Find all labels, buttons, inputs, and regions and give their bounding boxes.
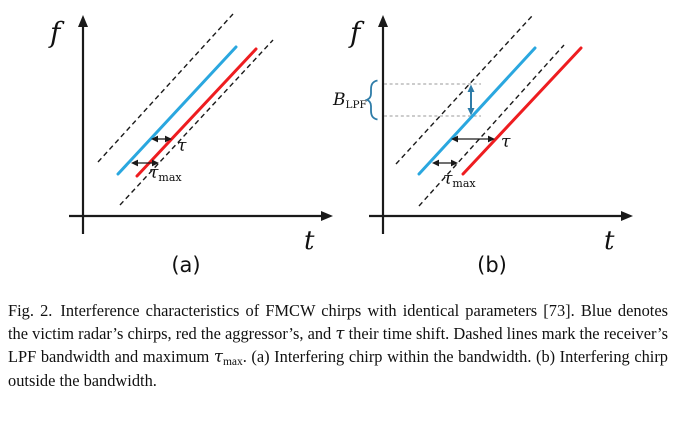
tau-max-subscript: max bbox=[158, 171, 182, 184]
b-lpf-base: B bbox=[332, 90, 346, 110]
tau-arrowhead-left-icon bbox=[451, 135, 458, 143]
b-lpf-brace-icon bbox=[364, 79, 378, 121]
victim-chirp-line bbox=[116, 45, 238, 176]
y-axis-label: f bbox=[348, 16, 365, 49]
lpf-lower-bound-dashed-line bbox=[119, 39, 274, 206]
b-lpf-label: BLPF bbox=[332, 90, 367, 111]
lpf-lower-bound-dashed-line bbox=[418, 44, 565, 207]
tau-max-subscript: max bbox=[452, 177, 476, 190]
b-lpf-arrowhead-down-icon bbox=[467, 108, 475, 116]
tau-max-arrowhead-left-icon bbox=[131, 159, 138, 167]
figure-number: Fig. 2. bbox=[8, 301, 53, 320]
y-axis-arrowhead-icon bbox=[78, 15, 88, 27]
victim-chirp-line bbox=[417, 46, 537, 176]
x-axis-label: t bbox=[604, 226, 615, 256]
lpf-upper-bound-dashed-line bbox=[395, 15, 533, 165]
tau-max-arrowhead-right-icon bbox=[451, 159, 458, 167]
b-lpf-arrowhead-up-icon bbox=[467, 84, 475, 92]
panel-a-label: (a) bbox=[171, 253, 200, 277]
x-axis-arrowhead-icon bbox=[321, 211, 333, 221]
panel-b: f t BLPF τ τmax (b) bbox=[332, 15, 633, 277]
fmcw-chirp-figure: f t τ τmax (a) f t bbox=[48, 13, 633, 277]
tau-max-arrowhead-left-icon bbox=[432, 159, 439, 167]
tau-max-label: τmax bbox=[149, 163, 182, 184]
caption-text-3: . (a) Interfering chirp within the bandw… bbox=[8, 347, 668, 390]
x-axis-arrowhead-icon bbox=[621, 211, 633, 221]
tau-arrowhead-left-icon bbox=[151, 135, 158, 143]
x-axis-label: t bbox=[304, 226, 315, 256]
aggressor-chirp-line bbox=[135, 47, 258, 178]
caption-tau-max-symbol: τ bbox=[213, 347, 223, 367]
b-lpf-subscript: LPF bbox=[346, 99, 367, 111]
panel-b-label: (b) bbox=[477, 253, 507, 277]
caption-tau-max-subscript: max bbox=[222, 356, 243, 369]
caption-tau-symbol: τ bbox=[335, 324, 345, 344]
tau-max-base: τ bbox=[443, 169, 453, 189]
tau-arrowhead-right-icon bbox=[165, 135, 172, 143]
tau-max-arrowhead-right-icon bbox=[152, 159, 159, 167]
tau-arrowhead-right-icon bbox=[488, 135, 495, 143]
tau-max-label: τmax bbox=[443, 169, 476, 190]
tau-label: τ bbox=[501, 132, 511, 152]
y-axis-arrowhead-icon bbox=[378, 15, 388, 27]
panel-a: f t τ τmax (a) bbox=[48, 13, 333, 277]
aggressor-chirp-line bbox=[461, 46, 583, 176]
caption-text-2: their time shift. Dashed lines mark the … bbox=[8, 324, 668, 367]
caption-text-1: Interference characteristics of FMCW chi… bbox=[8, 301, 668, 344]
tau-label: τ bbox=[177, 136, 187, 156]
y-axis-label: f bbox=[48, 16, 65, 49]
figure-caption: Fig. 2.Interference characteristics of F… bbox=[8, 299, 668, 392]
tau-max-base: τ bbox=[149, 163, 159, 183]
